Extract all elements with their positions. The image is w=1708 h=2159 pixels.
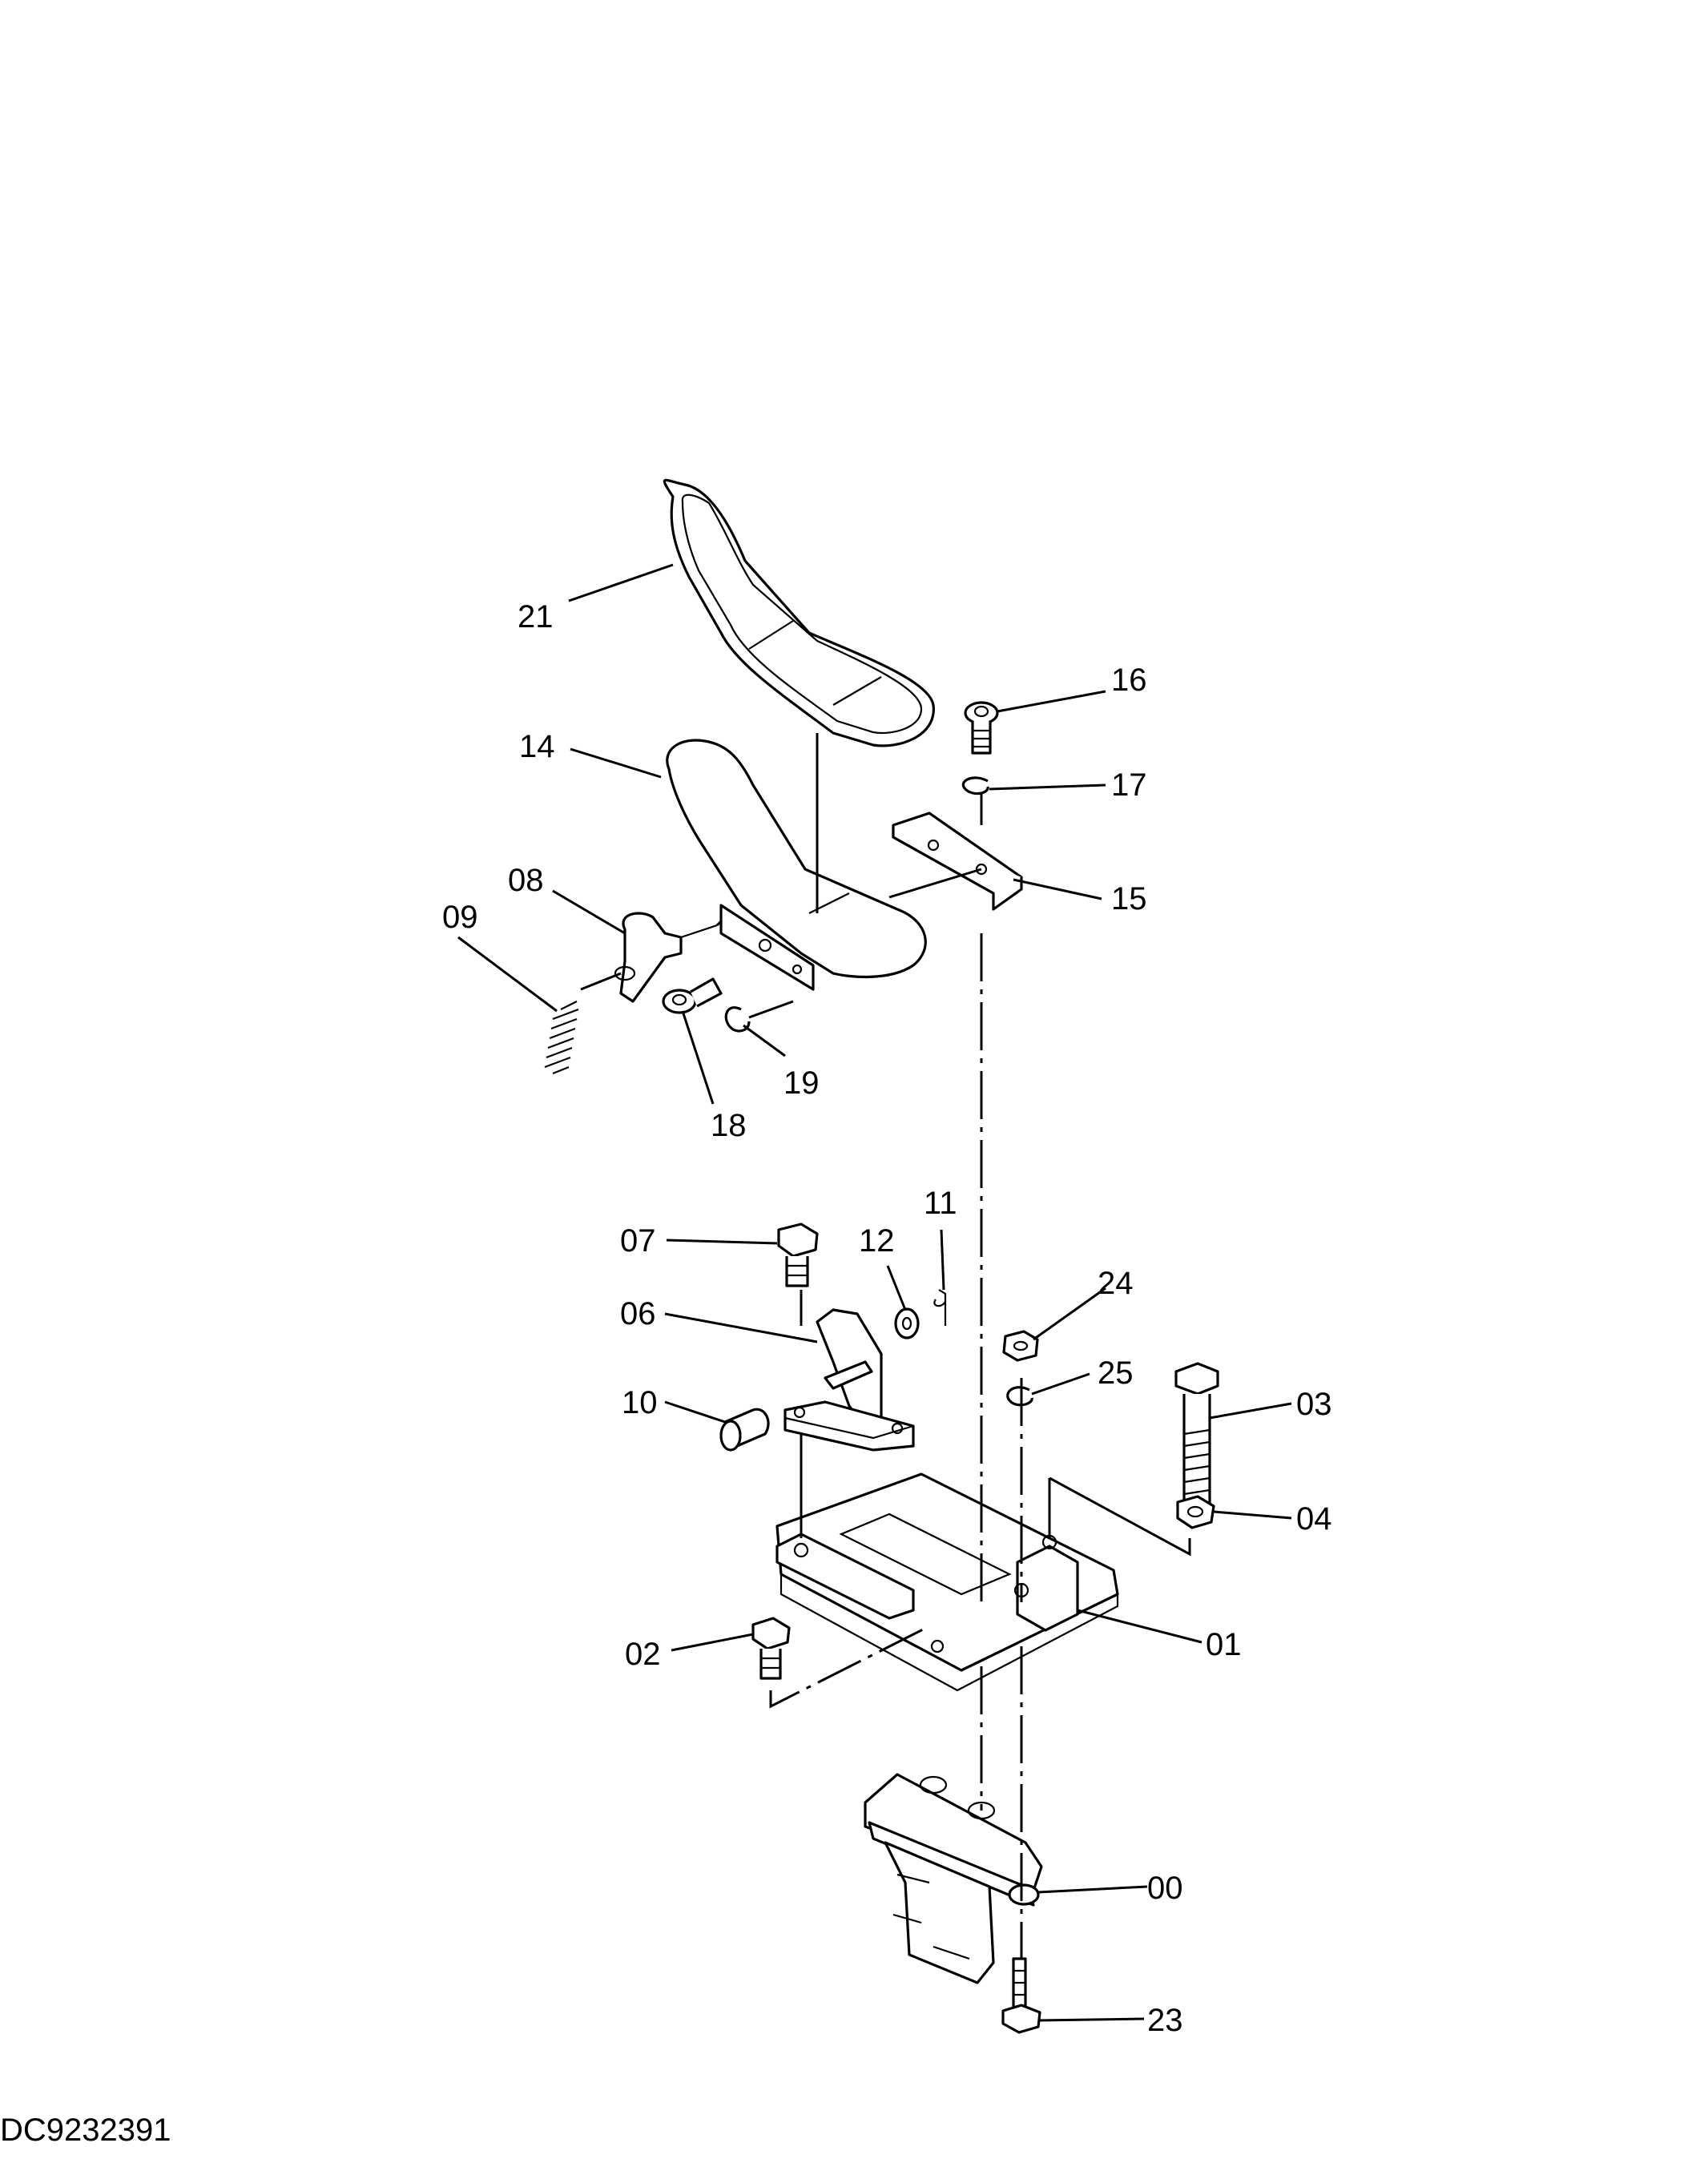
part-14-pedal [666, 739, 927, 991]
part-12-washer [894, 1307, 920, 1339]
callout-01: 01 [1206, 1627, 1242, 1662]
part-04-nut [1176, 1495, 1215, 1529]
callout-18: 18 [711, 1108, 747, 1143]
callout-12: 12 [859, 1223, 895, 1259]
leader-lines [457, 563, 1292, 2022]
assembly-lines [580, 733, 1191, 1959]
part-23-bolt [1001, 1957, 1041, 2034]
callout-16: 16 [1111, 663, 1147, 698]
callout-08: 08 [508, 863, 544, 898]
part-17-washer [961, 776, 989, 796]
callout-14: 14 [519, 729, 555, 764]
callout-10: 10 [622, 1385, 658, 1420]
part-07-bolt [777, 1222, 819, 1287]
part-09-spring [544, 1001, 579, 1075]
part-00-valve [864, 1773, 1043, 1984]
callout-25: 25 [1098, 1355, 1134, 1391]
callout-04: 04 [1296, 1501, 1332, 1537]
callout-24: 24 [1098, 1266, 1134, 1301]
callout-03: 03 [1296, 1387, 1332, 1422]
document-id: DC9232391 [0, 2113, 171, 2148]
part-10-pin [719, 1408, 770, 1452]
part-03-bolt [1174, 1362, 1219, 1508]
callout-19: 19 [784, 1065, 820, 1101]
part-11-cotter-pin [933, 1289, 947, 1326]
callout-09: 09 [442, 900, 478, 935]
callout-23: 23 [1147, 2003, 1183, 2038]
part-18-bolt [662, 977, 723, 1014]
part-16-screw [964, 701, 999, 755]
callout-00: 00 [1147, 1871, 1183, 1906]
callout-11: 11 [924, 1186, 957, 1221]
callout-17: 17 [1111, 767, 1147, 803]
part-08-lever [614, 912, 718, 1003]
part-01-base-plate [775, 1472, 1119, 1692]
callout-labels: 21 14 16 17 15 08 09 19 18 11 07 12 24 0… [442, 599, 1332, 2038]
callout-21: 21 [518, 599, 554, 634]
callout-02: 02 [625, 1637, 661, 1672]
callout-15: 15 [1111, 881, 1147, 916]
part-06-bracket [784, 1308, 915, 1452]
part-25-washer [1006, 1386, 1033, 1407]
callout-07: 07 [620, 1223, 656, 1259]
part-24-nut [1002, 1330, 1039, 1362]
part-15-bracket [892, 812, 1023, 911]
part-02-bolt [751, 1617, 791, 1680]
callout-06: 06 [620, 1296, 656, 1331]
part-21-pedal-pad [663, 478, 935, 747]
